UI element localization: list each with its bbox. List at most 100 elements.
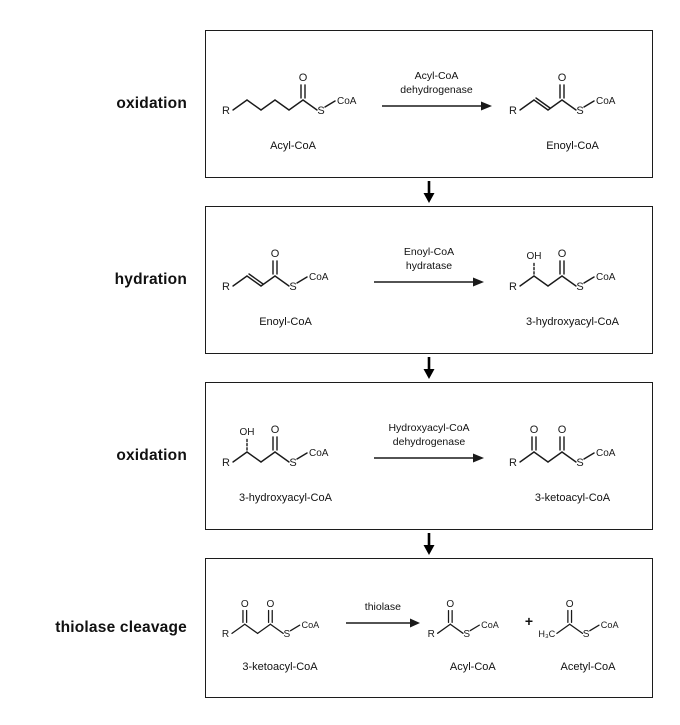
step-row-thiolase-cleavage: thiolase cleavage R O O S CoA 3-ketoacyl… bbox=[0, 558, 680, 698]
r-group-label: R bbox=[427, 628, 434, 639]
molecule-name: Enoyl-CoA bbox=[546, 140, 599, 152]
oxygen-label: O bbox=[558, 72, 567, 84]
enzyme-label-line1: Hydroxyacyl-CoA bbox=[388, 421, 470, 434]
molecule-name: Acetyl-CoA bbox=[560, 660, 616, 673]
coa-label: CoA bbox=[596, 448, 616, 459]
molecule-name: 3-ketoacyl-CoA bbox=[534, 492, 611, 504]
flow-arrow-row bbox=[0, 178, 680, 206]
coa-label: CoA bbox=[481, 619, 500, 629]
enzyme-label-line2: dehydrogenase bbox=[400, 83, 473, 96]
molecule-acyl-coa-short: R O S CoA Acyl-CoA bbox=[424, 584, 522, 673]
molecule-name: Acyl-CoA bbox=[270, 140, 316, 152]
oxygen-label: O bbox=[558, 424, 567, 436]
molecule-name: 3-ketoacyl-CoA bbox=[242, 660, 318, 673]
molecule-ketoacyl-coa: R O O S CoA 3-ketoacyl-CoA bbox=[218, 584, 342, 673]
enzyme-label-line2: hydratase bbox=[405, 259, 453, 272]
molecule-enoyl-coa: R O S CoA Enoyl-CoA bbox=[218, 232, 353, 328]
enzyme-label-line1: Acyl-CoA bbox=[414, 69, 459, 82]
molecule-hydroxyacyl-coa: R OH O S CoA 3-hydroxyacyl-CoA bbox=[218, 408, 353, 504]
sulfur-label: S bbox=[576, 281, 583, 293]
molecule-ketoacyl-coa: R O O S CoA 3-ketoacyl-CoA bbox=[505, 408, 640, 504]
hydroxyl-label: OH bbox=[240, 427, 255, 438]
sulfur-label: S bbox=[583, 629, 590, 640]
hydroxyacyl-coa-structure: R OH O S CoA bbox=[222, 424, 329, 469]
sulfur-label: S bbox=[576, 457, 583, 469]
beta-oxidation-diagram: oxidation R O S CoA Acyl-CoA bbox=[0, 30, 680, 698]
enoyl-coa-structure: R O S CoA bbox=[222, 248, 329, 293]
down-arrow-icon bbox=[423, 533, 435, 555]
r-group-label: R bbox=[509, 105, 517, 117]
sulfur-label: S bbox=[463, 628, 470, 639]
oxygen-label: O bbox=[566, 598, 574, 609]
coa-label: CoA bbox=[601, 619, 620, 629]
step-label: hydration bbox=[114, 271, 187, 288]
reaction-arrow-block: Hydroxyacyl-CoA dehydrogenase bbox=[373, 422, 485, 464]
enzyme-label-line1: Enoyl-CoA bbox=[403, 245, 455, 258]
step-row-oxidation-1: oxidation R O S CoA Acyl-CoA bbox=[0, 30, 680, 178]
reaction-arrow-icon bbox=[381, 101, 492, 111]
coa-label: CoA bbox=[309, 272, 329, 283]
oxygen-label: O bbox=[446, 598, 454, 609]
molecule-name: 3-hydroxyacyl-CoA bbox=[239, 492, 332, 504]
ketoacyl-coa-structure: R O O S CoA bbox=[222, 598, 320, 640]
step-label: oxidation bbox=[116, 447, 187, 464]
down-arrow-icon bbox=[423, 181, 435, 203]
step-box-thiolase-cleavage: R O O S CoA 3-ketoacyl-CoA thiolase bbox=[205, 558, 653, 698]
sulfur-label: S bbox=[576, 105, 583, 117]
step-label: thiolase cleavage bbox=[55, 619, 187, 636]
flow-arrow-row bbox=[0, 354, 680, 382]
r-group-label: R bbox=[222, 457, 230, 469]
step-row-hydration: hydration R O S CoA Enoyl-CoA bbox=[0, 206, 680, 354]
oxygen-label: O bbox=[558, 248, 567, 260]
sulfur-label: S bbox=[284, 629, 291, 640]
oxygen-label: O bbox=[241, 598, 249, 609]
molecule-enoyl-coa: R O S CoA Enoyl-CoA bbox=[505, 56, 640, 152]
hydroxyacyl-coa-structure: R OH O S CoA bbox=[509, 248, 616, 293]
step-row-oxidation-2: oxidation R OH O S CoA 3-hydroxyacyl-CoA bbox=[0, 382, 680, 530]
hydroxyl-label: OH bbox=[527, 251, 542, 262]
acyl-coa-structure: R O S CoA bbox=[222, 72, 357, 117]
step-box-oxidation-1: R O S CoA Acyl-CoA Acyl-CoA dehydrogenas… bbox=[205, 30, 653, 178]
enzyme-label-line2: dehydrogenase bbox=[392, 435, 466, 448]
down-arrow-icon bbox=[423, 357, 435, 379]
reaction-arrow-icon bbox=[374, 453, 484, 463]
plus-sign: + bbox=[524, 613, 533, 629]
sulfur-label: S bbox=[289, 457, 296, 469]
reaction-arrow-icon bbox=[345, 618, 420, 628]
flow-arrow-row bbox=[0, 530, 680, 558]
methyl-label: H₃C bbox=[538, 629, 555, 639]
coa-label: CoA bbox=[309, 448, 329, 459]
oxygen-label: O bbox=[530, 424, 539, 436]
coa-label: CoA bbox=[596, 96, 616, 107]
acyl-coa-structure: R O S CoA bbox=[427, 598, 500, 639]
reaction-arrow-block: Enoyl-CoA hydratase bbox=[373, 246, 485, 288]
step-box-hydration: R O S CoA Enoyl-CoA Enoyl-CoA hydratase bbox=[205, 206, 653, 354]
r-group-label: R bbox=[222, 281, 230, 293]
coa-label: CoA bbox=[301, 619, 320, 629]
r-group-label: R bbox=[222, 629, 229, 640]
molecule-acyl-coa: R O S CoA Acyl-CoA bbox=[218, 56, 368, 152]
molecule-acetyl-coa: H₃C O S CoA Acetyl-CoA bbox=[536, 584, 640, 673]
molecule-name: 3-hydroxyacyl-CoA bbox=[526, 316, 619, 328]
step-label: oxidation bbox=[116, 95, 187, 112]
oxygen-label: O bbox=[266, 598, 274, 609]
reaction-arrow-block: Acyl-CoA dehydrogenase bbox=[381, 70, 493, 112]
enzyme-label-line1: thiolase bbox=[364, 600, 401, 613]
coa-label: CoA bbox=[337, 96, 357, 107]
ketoacyl-coa-structure: R O O S CoA bbox=[509, 424, 616, 469]
molecule-name: Acyl-CoA bbox=[449, 660, 496, 673]
acetyl-coa-structure: H₃C O S CoA bbox=[538, 598, 620, 640]
r-group-label: R bbox=[509, 281, 517, 293]
oxygen-label: O bbox=[299, 72, 308, 84]
sulfur-label: S bbox=[317, 105, 324, 117]
r-group-label: R bbox=[222, 105, 230, 117]
molecule-name: Enoyl-CoA bbox=[259, 316, 312, 328]
molecule-hydroxyacyl-coa: R OH O S CoA 3-hydroxyacyl-CoA bbox=[505, 232, 640, 328]
oxygen-label: O bbox=[271, 248, 280, 260]
sulfur-label: S bbox=[289, 281, 296, 293]
oxygen-label: O bbox=[271, 424, 280, 436]
step-box-oxidation-2: R OH O S CoA 3-hydroxyacyl-CoA Hydroxyac… bbox=[205, 382, 653, 530]
r-group-label: R bbox=[509, 457, 517, 469]
cleavage-products-group: R O S CoA Acyl-CoA + H₃C O S bbox=[424, 584, 640, 673]
reaction-arrow-icon bbox=[374, 277, 484, 287]
